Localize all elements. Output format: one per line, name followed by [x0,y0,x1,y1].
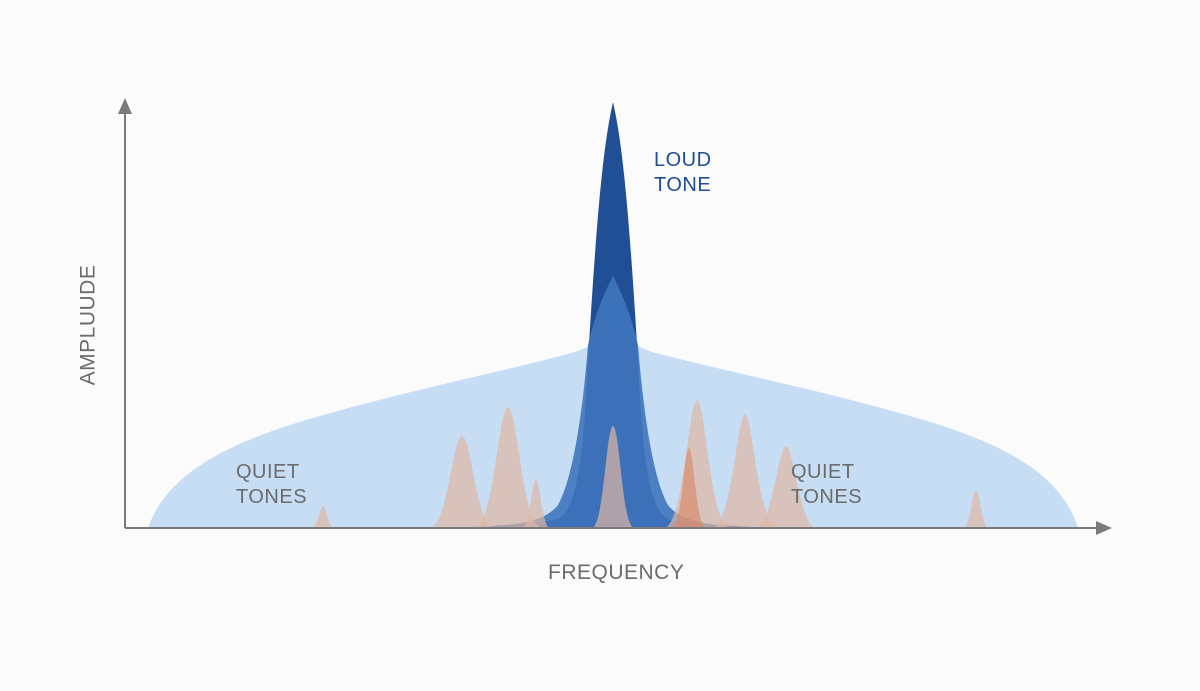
loud-tone-label-line: TONE [654,174,712,196]
quiet-tone-peak [756,446,816,528]
x-axis-label: FREQUENCY [548,561,685,584]
quiet-tones-label-line: TONES [791,486,863,508]
quiet-tone-peak [522,479,550,528]
quiet-tone-peaks [312,400,988,528]
loud-tone-body [470,276,756,528]
x-axis-arrowhead [1096,521,1112,535]
quiet-tone-peak [712,414,778,528]
quiet-tones-left-label: QUIET TONES [236,460,307,510]
quiet-tone-peak [664,400,730,528]
quiet-tone-peak [592,426,634,528]
quiet-tone-peak [312,506,334,528]
y-axis-arrowhead [118,98,132,114]
quiet-tones-label-line: QUIET [791,461,855,483]
axes [118,98,1112,535]
quiet-tone-peak [672,448,706,528]
loud-tone-label-line: LOUD [654,149,712,171]
quiet-tones-label-line: TONES [236,486,308,508]
quiet-tone-peak [474,407,542,528]
quiet-tone-peak [964,491,988,528]
loud-tone-label: LOUD TONE [654,148,712,198]
y-axis-label: AMPLUUDE [76,264,100,386]
quiet-tones-label-line: QUIET [236,461,300,483]
quiet-tones-right-label: QUIET TONES [791,460,862,510]
quiet-tone-peak [430,436,494,528]
